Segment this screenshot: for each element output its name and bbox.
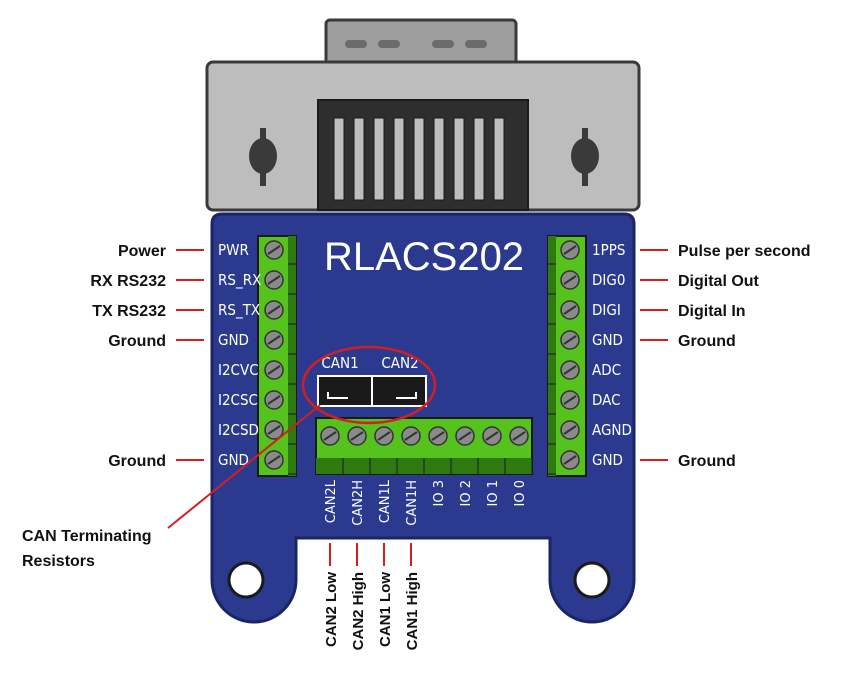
- right-pin-label: AGND: [592, 421, 632, 439]
- right-pin-label: ADC: [592, 361, 621, 379]
- right-pin-label: 1PPS: [592, 241, 625, 259]
- bottom-callout-label: CAN2 Low: [323, 572, 340, 647]
- left-terminal-block: [257, 235, 297, 477]
- right-callout-label: Ground: [678, 453, 736, 470]
- left-pin-label: RS_TX: [218, 301, 260, 320]
- terminating-callout-line2: Resistors: [22, 553, 95, 570]
- left-callout-label: Ground: [108, 333, 166, 350]
- jumper-label-can1: CAN1: [321, 354, 358, 372]
- bottom-pin-label: IO 0: [513, 480, 528, 506]
- right-callout-label: Ground: [678, 333, 736, 350]
- bottom-pin-label: CAN2H: [351, 480, 366, 526]
- left-callout-label: TX RS232: [92, 303, 166, 320]
- jumper-label-can2: CAN2: [381, 354, 418, 372]
- right-pin-label: DAC: [592, 391, 621, 409]
- jumper-can1: [317, 375, 373, 407]
- bottom-callout-label: CAN2 High: [350, 572, 367, 650]
- right-callout-label: Pulse per second: [678, 243, 811, 260]
- left-pin-label: GND: [218, 331, 249, 349]
- bottom-pin-labels: CAN2L CAN2H CAN1L CAN1H IO 3 IO 2 IO 1 IO 0: [324, 479, 528, 525]
- left-pin-label: I2CVC: [218, 361, 259, 379]
- bottom-pin-label: IO 2: [459, 480, 474, 506]
- terminating-resistor-highlight: [301, 345, 437, 425]
- left-pin-labels: PWR RS_RX RS_TX GND I2CVC I2CSC I2CSD GND: [218, 241, 261, 469]
- right-pin-label: GND: [592, 451, 623, 469]
- left-pin-label: RS_RX: [218, 271, 261, 290]
- board-title: RLACS202: [324, 235, 524, 279]
- right-callout-label: Digital Out: [678, 273, 760, 290]
- mount-hole-right: [573, 561, 611, 599]
- bottom-pin-label: CAN1H: [405, 480, 420, 526]
- bottom-callouts: CAN2 Low CAN2 High CAN1 Low CAN1 High: [323, 543, 421, 650]
- right-pin-label: DIGI: [592, 301, 621, 319]
- right-pin-label: GND: [592, 331, 623, 349]
- bottom-callout-label: CAN1 Low: [377, 572, 394, 647]
- left-callout-label: RX RS232: [90, 273, 166, 290]
- right-callout-label: Digital In: [678, 303, 746, 320]
- left-pin-label: PWR: [218, 241, 249, 259]
- terminating-callout: CAN Terminating Resistors: [22, 404, 321, 570]
- bottom-pin-label: IO 1: [486, 480, 501, 506]
- jumper-can2: [371, 375, 427, 407]
- bottom-pin-label: CAN1L: [378, 479, 393, 523]
- mount-hole-left: [227, 561, 265, 599]
- bottom-terminal-block: [315, 417, 533, 475]
- left-pin-label: GND: [218, 451, 249, 469]
- terminating-callout-line1: CAN Terminating: [22, 528, 151, 545]
- serial-connector: [205, 18, 641, 212]
- left-callout-label: Ground: [108, 453, 166, 470]
- right-terminal-block: [547, 235, 587, 477]
- can-jumpers: CAN1 CAN2: [301, 345, 437, 425]
- bottom-pin-label: IO 3: [432, 480, 447, 506]
- bottom-pin-label: CAN2L: [324, 479, 339, 523]
- left-pin-label: I2CSC: [218, 391, 258, 409]
- left-pin-label: I2CSD: [218, 421, 259, 439]
- right-pin-label: DIG0: [592, 271, 625, 289]
- bottom-callout-label: CAN1 High: [404, 572, 421, 650]
- left-callout-label: Power: [118, 243, 166, 260]
